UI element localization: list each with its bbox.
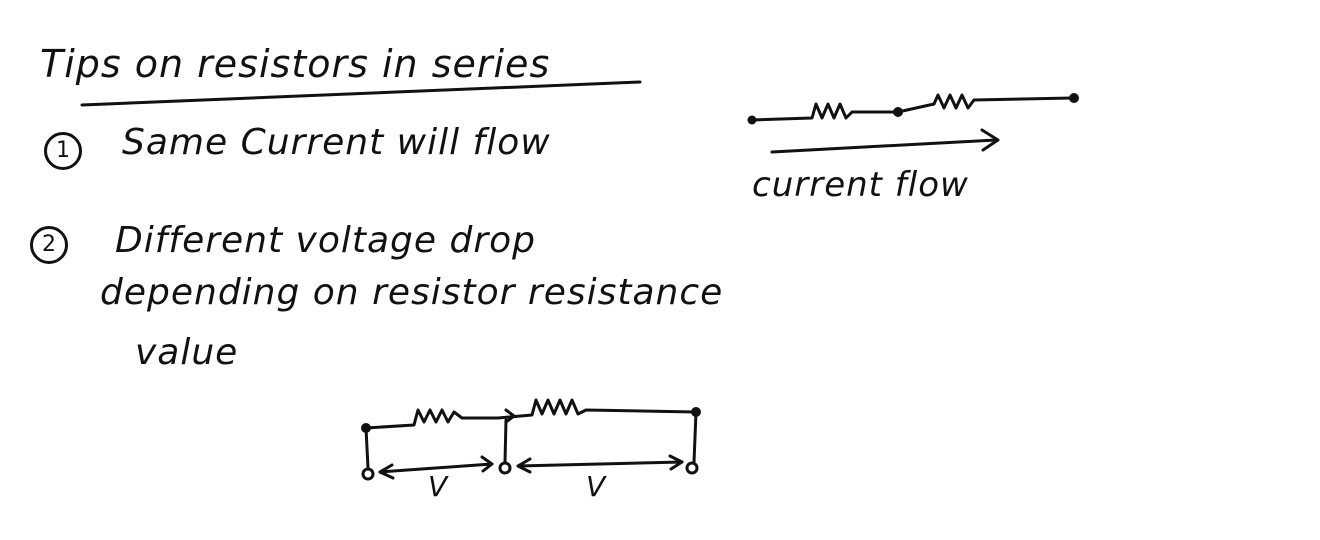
wire-end-dot-right: [1069, 93, 1079, 103]
voltage-label-1: V: [428, 470, 449, 503]
tip-number-1: 1: [44, 132, 82, 170]
terminal-1: [361, 467, 375, 481]
current-flow-label: current flow: [752, 165, 969, 205]
tip-1-text: Same Current will flow: [122, 122, 551, 163]
right-lead: [692, 410, 698, 464]
voltage-drop-circuit: [361, 398, 701, 481]
left-lead: [364, 426, 370, 470]
tip-2-line-1: Different voltage drop: [115, 220, 537, 261]
tip-number-2: 2: [30, 226, 68, 264]
series-wire: [750, 93, 1074, 122]
series-resistor-circuit: [747, 93, 1079, 125]
middle-lead: [503, 418, 508, 464]
page-title: Tips on resistors in series: [40, 42, 551, 86]
terminal-3: [685, 461, 699, 475]
current-flow-arrow: [770, 128, 1000, 154]
voltage-label-2: V: [586, 470, 607, 503]
tip-2-line-3: value: [135, 332, 239, 373]
circuit-top-wire: [364, 398, 698, 430]
voltage-arrow-2: [516, 460, 684, 468]
tip-2-line-2: depending on resistor resistance: [100, 272, 724, 313]
title-underline: [80, 80, 642, 107]
terminal-2: [498, 461, 512, 475]
voltage-arrow-1: [378, 462, 494, 474]
